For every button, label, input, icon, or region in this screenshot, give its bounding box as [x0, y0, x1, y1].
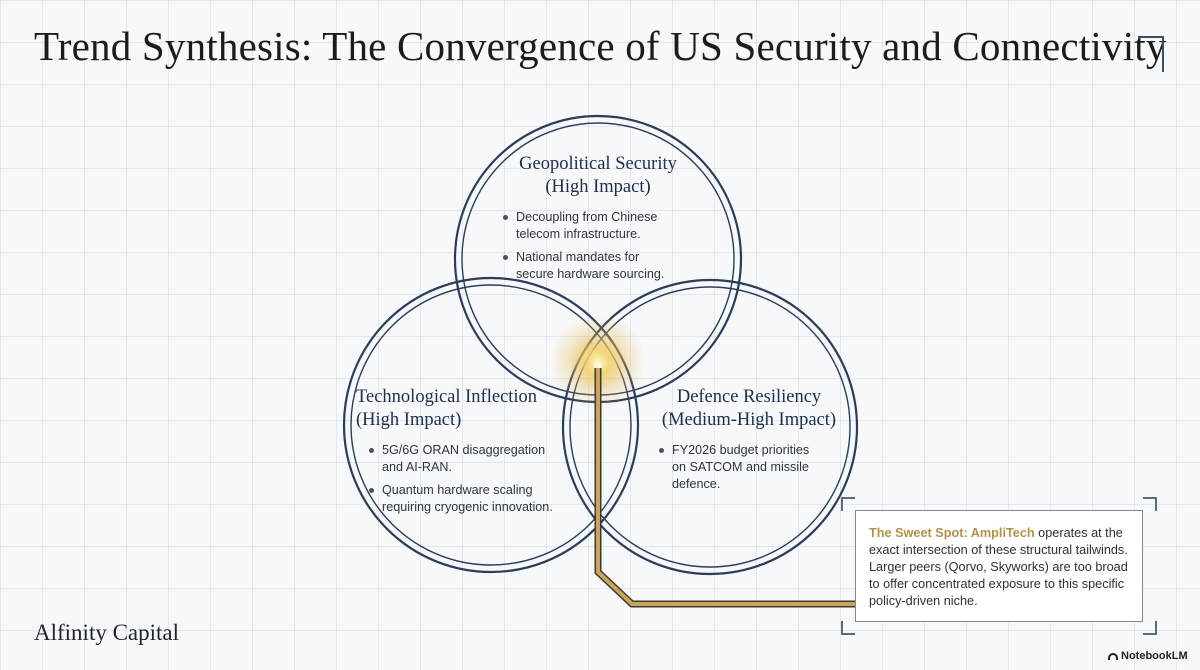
geopolitical-bullets: Decoupling from Chinese telecom infrastr… — [500, 209, 680, 283]
defence-title-line1: Defence Resiliency — [676, 387, 822, 407]
defence-title: Defence Resiliency (Medium-High Impact) — [656, 386, 842, 432]
callout-frame — [841, 497, 1157, 635]
sweet-spot-callout: The Sweet Spot: AmpliTech operates at th… — [855, 510, 1143, 622]
page-title: Trend Synthesis: The Convergence of US S… — [34, 23, 1167, 69]
corner-bracket-decoration — [1138, 36, 1164, 72]
callout-body: operates at the exact intersection of th… — [869, 526, 1128, 608]
technological-title: Technological Inflection (High Impact) — [356, 386, 552, 432]
connector-line — [594, 368, 855, 608]
bullet-item: 5G/6G ORAN disaggregation and AI-RAN. — [366, 442, 562, 476]
technological-title-line1: Technological Inflection — [356, 387, 538, 407]
brand-name: Alfinity Capital — [34, 620, 180, 645]
geopolitical-title: Geopolitical Security (High Impact) — [498, 153, 698, 199]
geopolitical-title-line1: Geopolitical Security — [519, 154, 677, 174]
defence-title-line2: (Medium-High Impact) — [661, 410, 837, 430]
bullet-item: National mandates for secure hardware so… — [500, 249, 680, 283]
circle-technological — [342, 276, 640, 574]
notebooklm-watermark: NotebookLM — [1108, 650, 1188, 662]
defence-content: Defence Resiliency (Medium-High Impact) … — [656, 386, 842, 499]
watermark-label: NotebookLM — [1121, 650, 1188, 662]
bullet-item: Decoupling from Chinese telecom infrastr… — [500, 209, 680, 243]
notebooklm-logo-icon — [1108, 652, 1118, 660]
geopolitical-content: Geopolitical Security (High Impact) Deco… — [498, 153, 698, 289]
bullet-item: FY2026 budget priorities on SATCOM and m… — [656, 442, 816, 493]
circle-defence — [561, 278, 859, 576]
bullet-item: Quantum hardware scaling requiring cryog… — [366, 482, 562, 516]
geopolitical-title-line2: (High Impact) — [545, 177, 651, 197]
callout-heading: The Sweet Spot: AmpliTech — [869, 526, 1035, 540]
technological-content: Technological Inflection (High Impact) 5… — [356, 386, 553, 522]
defence-bullets: FY2026 budget priorities on SATCOM and m… — [656, 442, 816, 493]
technological-title-line2: (High Impact) — [356, 410, 462, 430]
technological-bullets: 5G/6G ORAN disaggregation and AI-RAN. Qu… — [366, 442, 562, 516]
